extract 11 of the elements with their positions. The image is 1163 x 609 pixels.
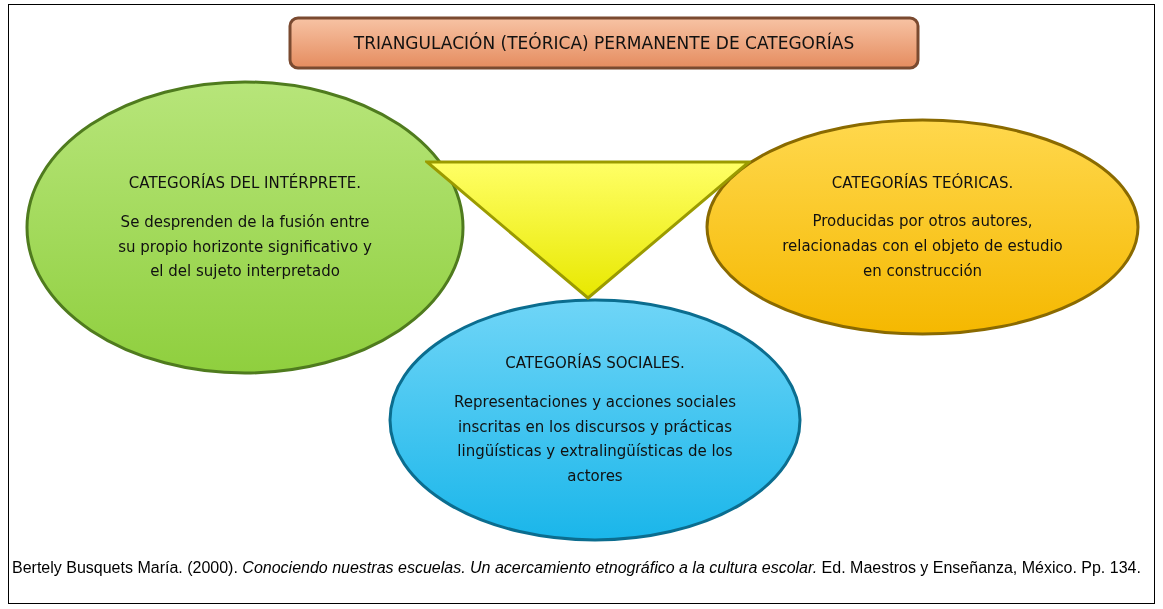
category-heading: CATEGORÍAS DEL INTÉRPRETE.: [128, 172, 362, 194]
triangle-shape: [425, 160, 751, 300]
title-box: [288, 16, 920, 70]
category-heading: CATEGORÍAS TEÓRICAS.: [831, 172, 1014, 194]
citation-caption: Bertely Busquets María. (2000). Conociendo nuestras escuelas. Un acercamiento etnográfico a la cultura escolar. Ed. Maestros y Enseñanza, México. Pp. 134.: [12, 558, 1142, 578]
category-description: Producidas por otros autores, relacionadas con el objeto de estudio en construcción: [781, 211, 1064, 282]
title-text: TRIANGULACIÓN (TEÓRICA) PERMANENTE DE CATEGORÍAS: [353, 31, 855, 55]
category-description: Se desprenden de la fusión entre su propio horizonte significativo y el del sujeto interpretado: [117, 211, 373, 283]
category-description: Representaciones y acciones sociales inscritas en los discursos y prácticas lingüísticas y extralingüísticas de los actores: [453, 391, 737, 488]
category-heading: CATEGORÍAS SOCIALES.: [505, 352, 685, 375]
category-ellipse: [25, 80, 465, 375]
